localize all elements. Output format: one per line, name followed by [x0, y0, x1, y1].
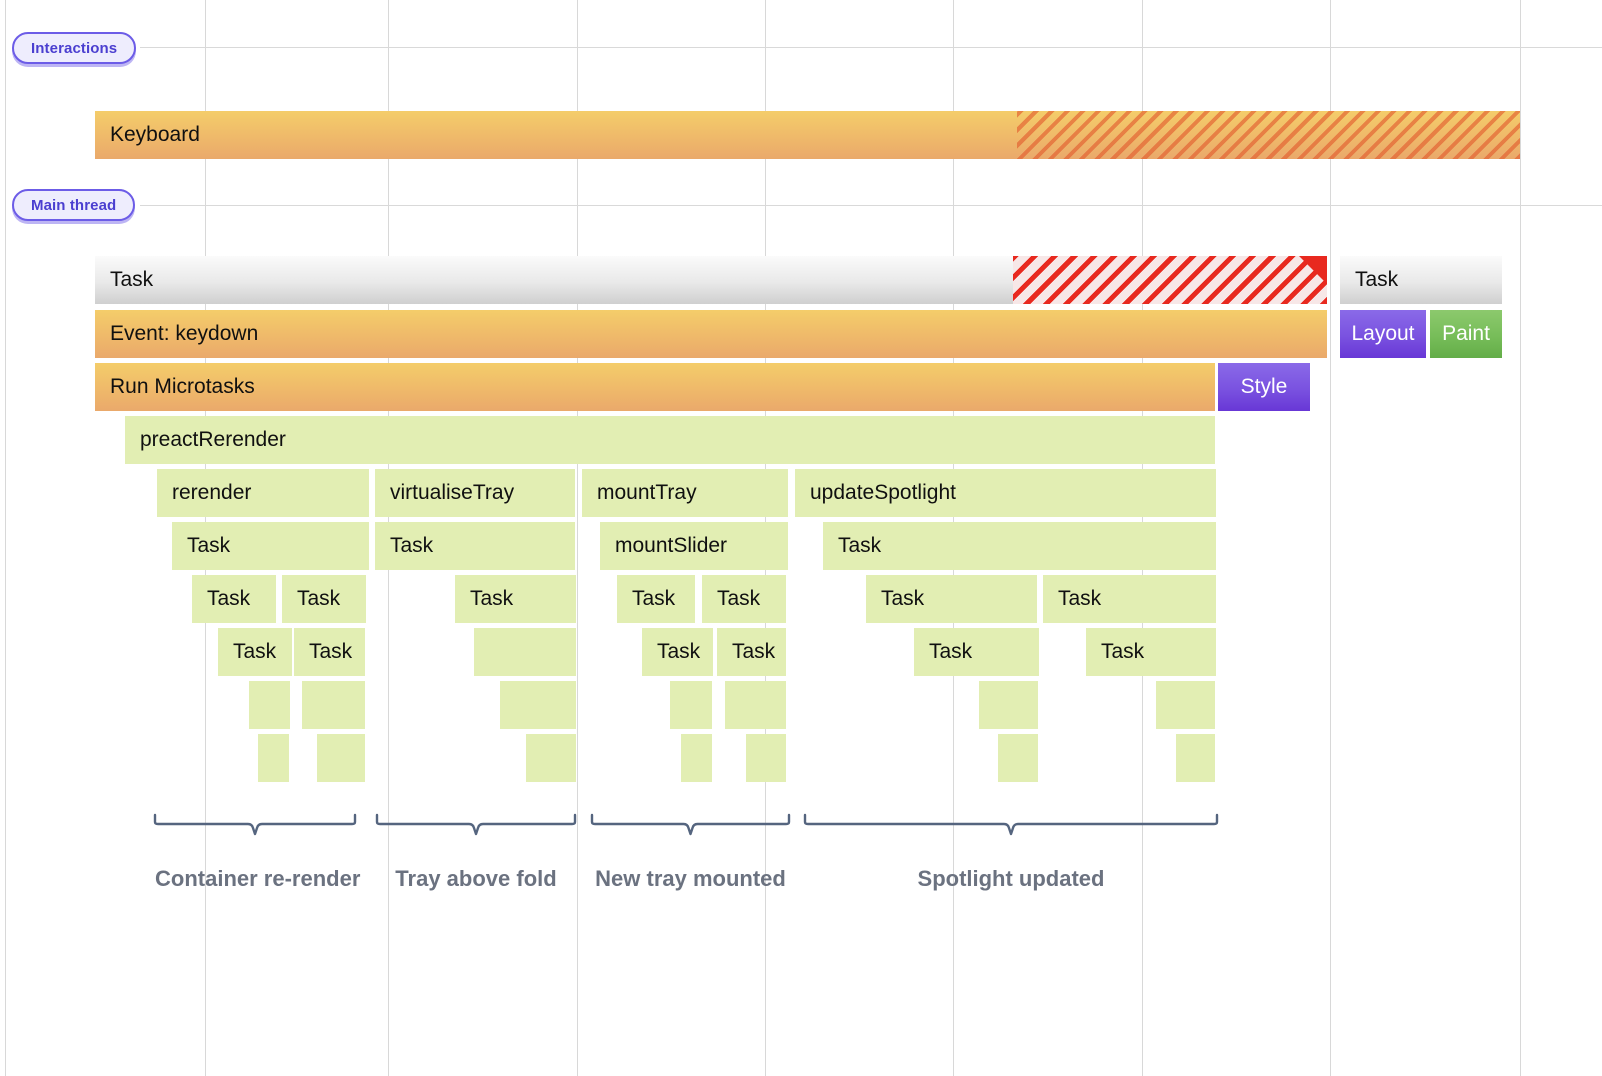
nested-block[interactable] [317, 734, 366, 782]
brace-tray-above-fold [375, 813, 577, 836]
nested-block[interactable] [302, 681, 366, 729]
task-block[interactable]: Task [282, 575, 367, 623]
nested-block[interactable] [500, 681, 577, 729]
task-block-main[interactable]: Task [95, 256, 1327, 304]
nested-block[interactable] [249, 681, 291, 729]
keyboard-interaction-bar[interactable]: Keyboard [95, 111, 1520, 159]
annotation-label-spotlight-updated: Spotlight updated [917, 866, 1105, 891]
annotation-label-tray-above-fold: Tray above fold [395, 866, 557, 891]
gridline-0 [5, 0, 6, 1076]
preact-rerender-block[interactable]: preactRerender [125, 416, 1216, 464]
nested-block[interactable] [998, 734, 1039, 782]
brace-container-re-render [153, 813, 357, 836]
brace-new-tray-mounted [590, 813, 791, 836]
main-thread-rule [140, 205, 1602, 206]
nested-block[interactable] [746, 734, 787, 782]
task-block[interactable]: Task [702, 575, 787, 623]
gridline-8 [1520, 0, 1521, 1076]
task-block[interactable]: Task [172, 522, 370, 570]
mount-slider-block[interactable]: mountSlider [600, 522, 789, 570]
nested-block[interactable] [681, 734, 713, 782]
layout-block[interactable]: Layout [1340, 310, 1426, 358]
interactions-rule [140, 47, 1602, 48]
task-block[interactable]: Task [642, 628, 714, 676]
gridline-7 [1330, 0, 1331, 1076]
brace-spotlight-updated [803, 813, 1219, 836]
task-block[interactable]: Task [617, 575, 696, 623]
task-block-secondary[interactable]: Task [1340, 256, 1502, 304]
task-block[interactable]: Task [218, 628, 293, 676]
nested-block[interactable] [979, 681, 1039, 729]
annotation-label-container-re-render: Container re-render [155, 866, 361, 891]
nested-block[interactable] [474, 628, 577, 676]
task-block[interactable]: Task [717, 628, 787, 676]
task-block[interactable]: Task [455, 575, 577, 623]
task-block[interactable]: Task [866, 575, 1038, 623]
nested-block[interactable] [258, 734, 290, 782]
track-pill-interactions[interactable]: Interactions [12, 32, 137, 64]
run-microtasks-block[interactable]: Run Microtasks [95, 363, 1215, 411]
virtualise-tray-block[interactable]: virtualiseTray [375, 469, 576, 517]
nested-block[interactable] [1176, 734, 1216, 782]
task-block[interactable]: Task [823, 522, 1217, 570]
task-block[interactable]: Task [294, 628, 366, 676]
nested-block[interactable] [526, 734, 577, 782]
paint-block[interactable]: Paint [1430, 310, 1502, 358]
task-block[interactable]: Task [914, 628, 1040, 676]
rerender-block[interactable]: rerender [157, 469, 370, 517]
nested-block[interactable] [725, 681, 787, 729]
event-keydown-block[interactable]: Event: keydown [95, 310, 1327, 358]
task-block[interactable]: Task [375, 522, 576, 570]
nested-block[interactable] [670, 681, 713, 729]
long-task-warning-triangle-icon [1299, 256, 1327, 284]
task-block[interactable]: Task [1043, 575, 1217, 623]
annotation-label-new-tray-mounted: New tray mounted [595, 866, 786, 891]
update-spotlight-block[interactable]: updateSpotlight [795, 469, 1217, 517]
task-block[interactable]: Task [1086, 628, 1217, 676]
gridline-3 [577, 0, 578, 1076]
track-pill-main_thread[interactable]: Main thread [12, 189, 136, 221]
mount-tray-block[interactable]: mountTray [582, 469, 789, 517]
task-block[interactable]: Task [192, 575, 277, 623]
style-block[interactable]: Style [1218, 363, 1310, 411]
nested-block[interactable] [1156, 681, 1216, 729]
